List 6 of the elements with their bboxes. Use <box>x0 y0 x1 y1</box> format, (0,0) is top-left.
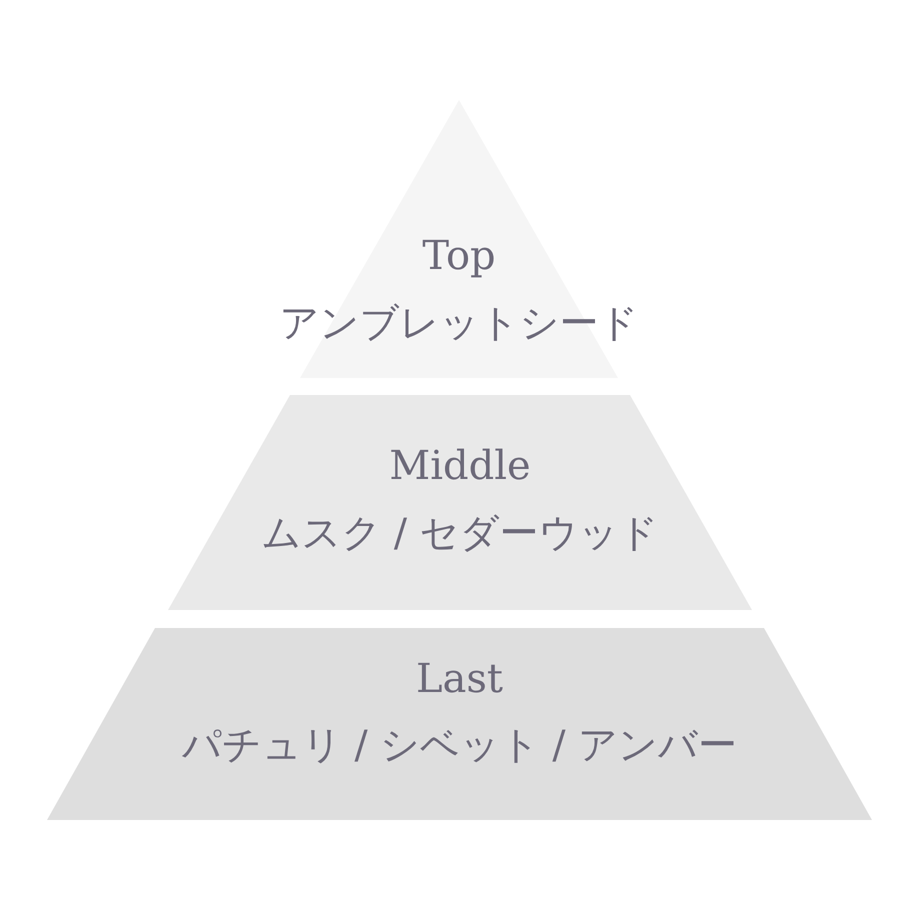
tier-heading: Middle <box>389 446 531 486</box>
tier-ingredients: パチュリ / シベット / アンバー <box>182 726 737 765</box>
tier-ingredients: ムスク / セダーウッド <box>262 514 658 553</box>
tier-heading: Top <box>422 236 496 276</box>
tier-heading: Last <box>416 659 503 699</box>
tier-ingredients: アンブレットシード <box>280 304 638 343</box>
